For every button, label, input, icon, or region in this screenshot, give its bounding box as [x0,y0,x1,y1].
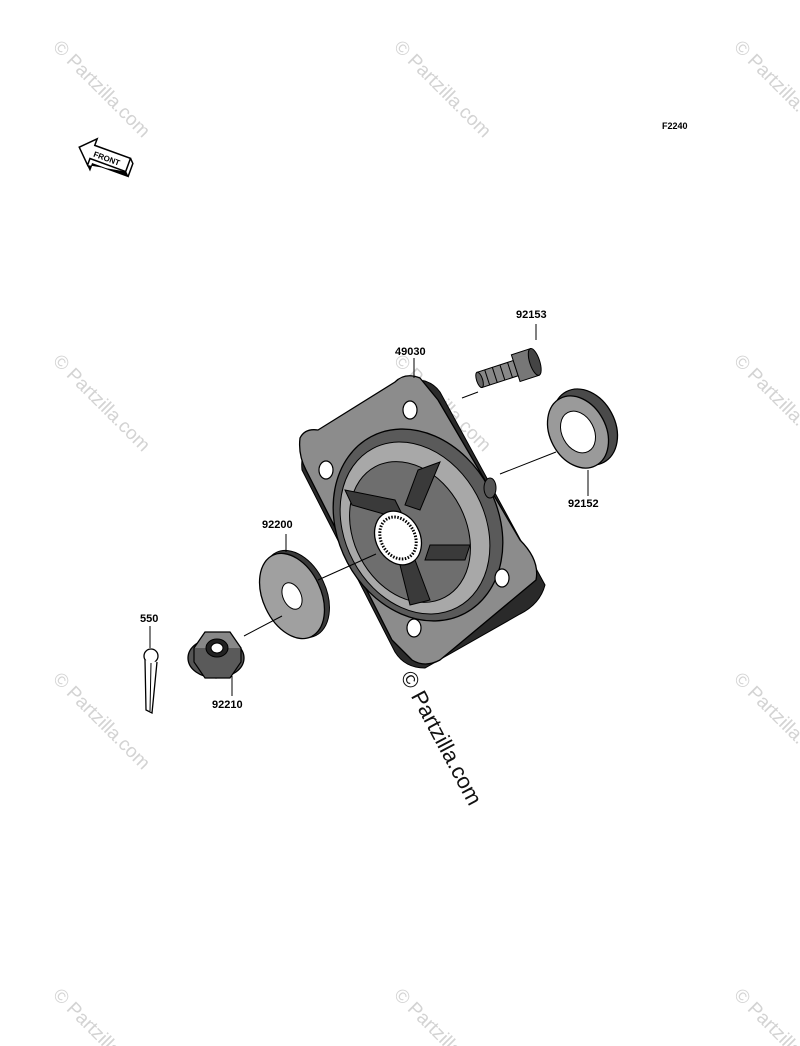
watermark: © Partzilla.com [389,37,494,142]
part-label-92152[interactable]: 92152 [568,498,599,510]
part-label-550[interactable]: 550 [140,613,158,625]
castle-nut-part [187,631,245,679]
watermark: © Partzilla.com [48,985,153,1046]
watermark: © Partzilla.com [729,985,800,1046]
bolt-hole [406,618,422,638]
bolt-hole [402,400,418,420]
watermark: © Partzilla.com [729,669,800,774]
collar-part [546,388,619,469]
watermark: © Partzilla.com [48,37,153,142]
hub-part [298,375,546,669]
cotter-pin-part [143,648,159,715]
leader-lines [149,324,589,696]
part-label-49030[interactable]: 49030 [395,346,426,358]
stud-bolt-part [475,348,542,389]
watermark: © Partzilla.com [48,351,153,456]
watermark: © Partzilla.com [729,351,800,456]
bolt-hole [494,568,510,588]
part-labels: 92153 49030 92152 92200 550 92210 [140,309,599,711]
part-label-92153[interactable]: 92153 [516,309,547,321]
watermark: © Partzilla.com [729,37,800,142]
bolt-hole [318,460,334,480]
part-label-92200[interactable]: 92200 [262,519,293,531]
part-label-92210[interactable]: 92210 [212,699,243,711]
center-watermark: © Partzilla.com [396,667,488,810]
watermark: © Partzilla.com [48,669,153,774]
watermark: © Partzilla.com [389,985,494,1046]
washer-part [258,549,330,640]
figure-code: F2240 [662,121,688,131]
front-arrow-icon: FRONT [78,137,134,178]
